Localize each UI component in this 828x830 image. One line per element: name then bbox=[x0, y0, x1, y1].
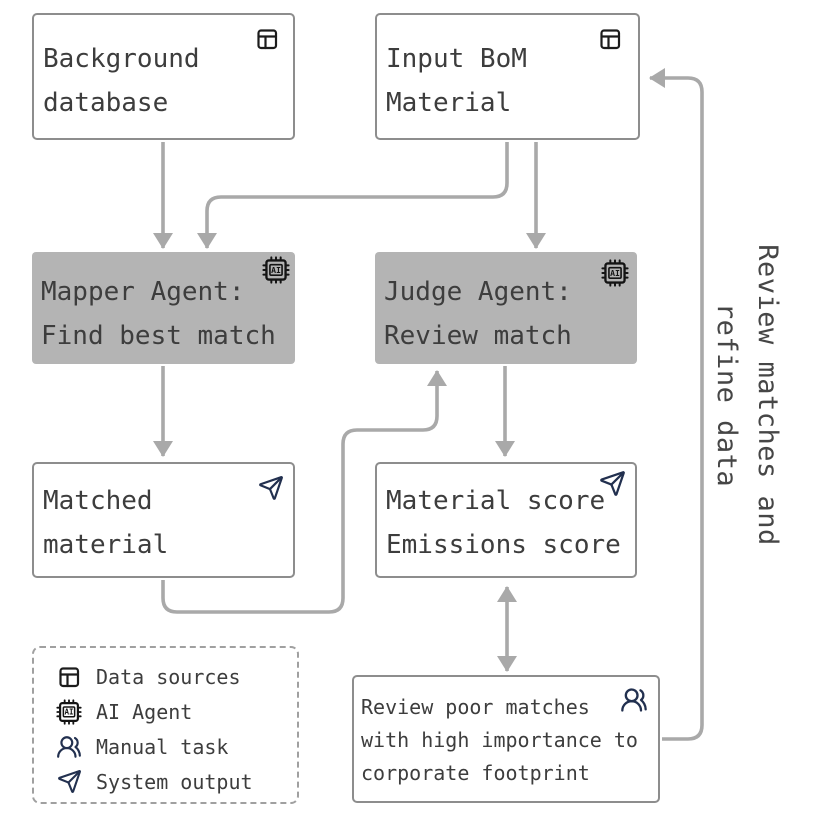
legend-label: Manual task bbox=[96, 734, 229, 759]
node-label-line: material bbox=[43, 530, 169, 560]
users-icon bbox=[620, 686, 648, 714]
legend-label: AI Agent bbox=[96, 699, 193, 724]
node-label-line: Mapper Agent: bbox=[41, 277, 245, 307]
send-icon bbox=[55, 769, 83, 794]
ai-chip-icon: AI bbox=[55, 698, 83, 725]
svg-text:AI: AI bbox=[271, 265, 281, 275]
node-label-line: Review match bbox=[384, 321, 572, 351]
legend-item-data-sources: Data sources bbox=[55, 659, 297, 694]
node-label-line: Review poor matches bbox=[361, 695, 590, 719]
legend-item-system-output: System output bbox=[55, 764, 297, 799]
legend-item-ai-agent: AI AI Agent bbox=[55, 694, 297, 729]
node-background-database: Background database bbox=[32, 13, 295, 140]
legend-item-manual-task: Manual task bbox=[55, 729, 297, 764]
legend-label: System output bbox=[96, 769, 253, 794]
svg-text:AI: AI bbox=[64, 707, 73, 716]
node-label-line: database bbox=[43, 88, 169, 118]
node-matched-material: Matched material bbox=[32, 462, 295, 578]
send-icon bbox=[599, 470, 626, 497]
node-label-line: Emissions score bbox=[386, 530, 621, 560]
table-icon bbox=[55, 665, 83, 689]
send-icon bbox=[258, 475, 284, 501]
table-icon bbox=[255, 27, 279, 51]
ai-chip-icon: AI bbox=[262, 256, 290, 284]
node-review-task: Review poor matches with high importance… bbox=[352, 675, 660, 803]
feedback-loop-label: Review matches and refine data bbox=[706, 225, 788, 565]
svg-text:AI: AI bbox=[610, 268, 620, 278]
node-label-line: Judge Agent: bbox=[384, 277, 572, 307]
node-label-line: Material bbox=[386, 88, 512, 118]
node-label-line: Matched bbox=[43, 486, 153, 516]
node-input-bom: Input BoM Material bbox=[375, 13, 640, 140]
node-mapper-agent: Mapper Agent: Find best match AI bbox=[32, 252, 295, 364]
node-label-line: Material score bbox=[386, 486, 606, 516]
feedback-loop-label-line2: refine data bbox=[711, 302, 742, 488]
table-icon bbox=[598, 27, 622, 51]
legend-label: Data sources bbox=[96, 664, 241, 689]
node-label-line: Background bbox=[43, 44, 200, 74]
feedback-loop-label-line1: Review matches and bbox=[752, 244, 783, 546]
arrow-review-to-inputbom-loop bbox=[649, 68, 704, 741]
node-label-line: corporate footprint bbox=[361, 761, 590, 785]
node-label-line: with high importance to bbox=[361, 728, 638, 752]
ai-chip-icon: AI bbox=[601, 259, 629, 287]
node-scores: Material score Emissions score bbox=[375, 462, 637, 578]
arrow-matched-to-judge-feedback bbox=[161, 370, 447, 614]
node-judge-agent: Judge Agent: Review match AI bbox=[375, 252, 637, 364]
arrow-inputbom-to-mapper bbox=[197, 142, 509, 249]
node-label-line: Find best match bbox=[41, 321, 276, 351]
node-label-line: Input BoM bbox=[386, 44, 527, 74]
legend: Data sources AI AI Agent Manual task bbox=[32, 646, 299, 804]
users-icon bbox=[55, 734, 83, 760]
